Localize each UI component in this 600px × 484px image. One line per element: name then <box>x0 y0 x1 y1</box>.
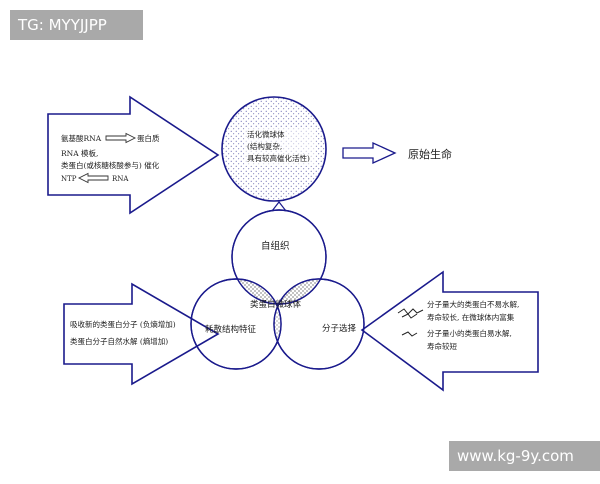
top-arrow-small-arrows <box>77 132 137 184</box>
left-input-arrow <box>63 282 220 386</box>
venn-top-label: 自组织 <box>261 240 290 252</box>
top-input-arrow <box>47 95 220 215</box>
small-arrow-2 <box>77 172 109 184</box>
venn-right-label: 分子选择 <box>322 323 357 334</box>
right-arrow-line1: 分子量大的类蛋白不易水解, <box>427 299 519 309</box>
left-arrow-line2: 类蛋白分子自然水解 (熵增加) <box>70 336 168 346</box>
top-arrow-line4-right: RNA <box>112 175 129 183</box>
watermark-top-left: TG: MYYJJPP <box>10 10 143 40</box>
result-arrow <box>342 141 397 165</box>
molecule-glyphs <box>397 308 424 337</box>
top-arrow-line3: 类蛋白(或核糖核酸参与) 催化 <box>61 160 160 170</box>
venn-left-label: 耗散结构特征 <box>205 324 257 335</box>
top-arrow-line4-left: NTP <box>61 175 77 183</box>
right-arrow-line4: 寿命较短 <box>427 341 457 351</box>
result-label: 原始生命 <box>408 147 452 161</box>
microsphere-line3: 具有较高催化活性) <box>247 153 310 163</box>
venn-right-outline <box>273 278 365 370</box>
venn-overlap-left-right <box>274 279 281 369</box>
long-molecule-icon <box>397 308 424 319</box>
watermark-bottom-right: www.kg-9y.com <box>449 441 600 471</box>
top-arrow-line1-left: 氨基酸RNA <box>61 133 102 143</box>
top-arrow-line1-right: 蛋白质 <box>137 133 160 143</box>
venn-center-label: 类蛋白微球体 <box>250 299 302 310</box>
venn-left-outline <box>190 278 282 370</box>
microsphere-line2: (结构复杂, <box>247 141 282 151</box>
microsphere-line1: 活化微球体 <box>247 129 285 139</box>
microsphere-text-backdrop <box>244 128 316 166</box>
right-arrow-line3: 分子量小的类蛋白易水解, <box>427 328 512 338</box>
short-molecule-icon <box>401 331 418 337</box>
small-arrow-1 <box>105 132 137 144</box>
left-arrow-line1: 吸收新的类蛋白分子 (负熵增加) <box>70 319 176 329</box>
right-input-arrow <box>360 270 539 392</box>
right-arrow-line2: 寿命较长, 在微球体内富集 <box>427 312 515 322</box>
top-arrow-line2: RNA 模板, <box>61 148 98 158</box>
